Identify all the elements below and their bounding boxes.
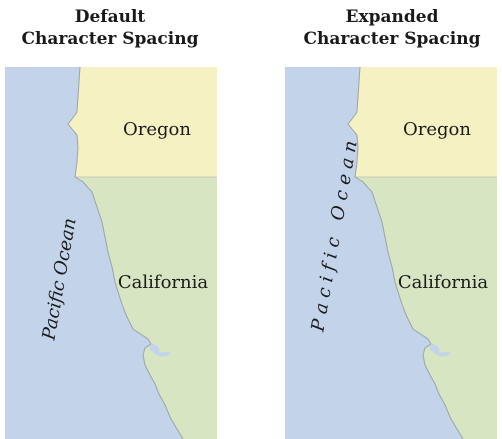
california-area xyxy=(355,177,497,439)
map-svg: Oregon California P a c i f i c O c e a … xyxy=(285,67,497,439)
map-svg: Oregon California Pacific Ocean xyxy=(5,67,217,439)
oregon-label: Oregon xyxy=(403,119,471,140)
title-line-1: Expanded xyxy=(345,7,439,27)
title-line-1: Default xyxy=(74,7,146,27)
oregon-area xyxy=(348,67,497,177)
map-expanded-spacing: Oregon California P a c i f i c O c e a … xyxy=(285,67,497,439)
coastline xyxy=(67,67,184,439)
oregon-area xyxy=(68,67,217,177)
panel-title-expanded: Expanded Character Spacing xyxy=(282,6,502,50)
san-francisco-bay xyxy=(149,344,171,357)
coastline xyxy=(347,67,464,439)
title-line-2: Character Spacing xyxy=(21,29,199,49)
oregon-label: Oregon xyxy=(123,119,191,140)
california-label: California xyxy=(118,272,208,293)
california-area xyxy=(75,177,217,439)
california-label: California xyxy=(398,272,488,293)
title-line-2: Character Spacing xyxy=(303,29,481,49)
san-francisco-bay xyxy=(429,344,451,357)
panel-title-default: Default Character Spacing xyxy=(0,6,220,50)
map-default-spacing: Oregon California Pacific Ocean xyxy=(5,67,217,439)
